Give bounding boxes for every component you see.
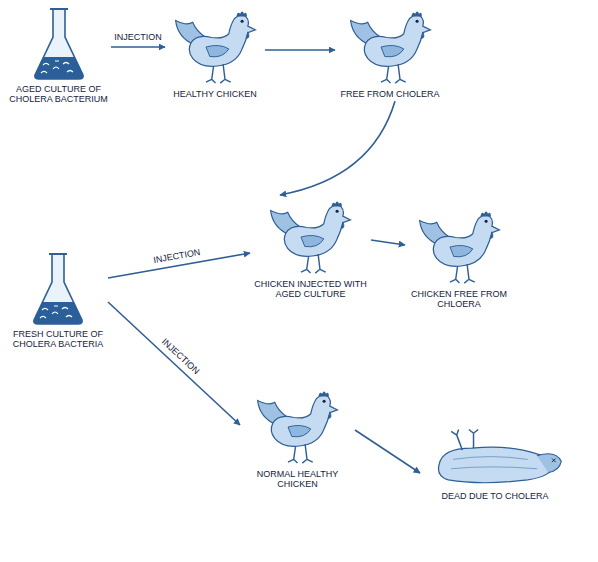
- chicken-figure-part: [245, 32, 248, 39]
- figure-caption: DEAD DUE TO CHOLERA: [422, 491, 568, 501]
- arrow-label: INJECTION: [112, 33, 164, 43]
- dead-chicken-figure-part: [451, 457, 537, 469]
- chicken-figure-part: [236, 11, 246, 16]
- specimen-node: CHICKEN FREE FROM CHLOERA: [405, 205, 513, 312]
- chicken-figure-part: [206, 45, 229, 56]
- chicken-figure-part: [189, 15, 255, 66]
- chicken-figure-part: [288, 425, 311, 436]
- chicken-figure-part: [331, 201, 341, 206]
- specimen-node: FREE FROM CHOLERA: [335, 5, 445, 101]
- chicken-figure: [168, 7, 263, 87]
- chicken-figure-part: [271, 395, 337, 446]
- chicken-figure: [250, 387, 345, 467]
- dead-chicken-figure-part: [537, 454, 561, 473]
- culture-flask-part: [34, 254, 82, 324]
- figure-caption: NORMAL HEALTHY CHICKEN: [242, 469, 353, 490]
- figure-caption: FRESH CULTURE OF CHOLERA BACTERIA: [10, 329, 106, 350]
- chicken-figure-part: [415, 20, 418, 23]
- culture-flask-part: [50, 8, 68, 10]
- chicken-figure-part: [336, 210, 339, 213]
- chicken-figure-part: [328, 412, 331, 419]
- chicken-figure-part: [489, 232, 492, 239]
- chicken-figure-part: [381, 45, 404, 56]
- specimen-node: CHICKEN INJECTED WITH AGED CULTURE: [250, 195, 371, 302]
- chicken-figure-part: [318, 391, 328, 396]
- arrow-connector: [371, 240, 405, 245]
- chicken-figure-part: [284, 205, 350, 256]
- chicken-figure-part: [301, 254, 326, 273]
- specimen-node: HEALTHY CHICKEN: [165, 5, 265, 101]
- chicken-figure-part: [301, 235, 324, 246]
- dead-chicken-figure: [425, 427, 565, 489]
- chicken-figure: [412, 207, 507, 287]
- arrow-connector: [111, 46, 165, 48]
- dead-chicken-figure-part: [438, 447, 553, 483]
- chicken-figure-part: [341, 222, 344, 229]
- arrow-label: INJECTION: [158, 336, 202, 378]
- culture-flask-part: [49, 253, 67, 255]
- chicken-figure-part: [288, 444, 313, 463]
- specimen-node: NORMAL HEALTHY CHICKEN: [240, 385, 355, 492]
- chicken-figure-part: [206, 64, 231, 83]
- figure-caption: HEALTHY CHICKEN: [167, 89, 263, 99]
- chicken-figure-part: [484, 220, 487, 223]
- culture-flask: [29, 7, 89, 82]
- specimen-node: DEAD DUE TO CHOLERA: [420, 425, 570, 503]
- chicken-figure-part: [240, 20, 243, 23]
- culture-flask-part: [34, 57, 82, 79]
- culture-flask: [28, 252, 88, 327]
- chicken-figure: [343, 7, 438, 87]
- culture-flask-part: [34, 9, 82, 79]
- chicken-figure: [263, 197, 358, 277]
- culture-flask-part: [34, 302, 82, 324]
- chicken-figure-part: [450, 245, 473, 256]
- chicken-figure-part: [433, 215, 499, 266]
- specimen-node: AGED CULTURE OF CHOLERA BACTERIUM: [6, 5, 111, 107]
- chicken-figure-part: [411, 11, 421, 16]
- culture-flask-part: [40, 306, 72, 318]
- dead-chicken-figure-part: [451, 430, 478, 451]
- culture-flask-part: [41, 61, 73, 73]
- arrow-connector: [355, 430, 420, 473]
- chicken-figure-part: [364, 15, 430, 66]
- specimen-node: FRESH CULTURE OF CHOLERA BACTERIA: [8, 250, 108, 352]
- chicken-figure-part: [420, 32, 423, 39]
- figure-caption: CHICKEN INJECTED WITH AGED CULTURE: [252, 279, 369, 300]
- chicken-figure-part: [480, 211, 490, 216]
- figure-caption: AGED CULTURE OF CHOLERA BACTERIUM: [8, 84, 109, 105]
- arrow-connector: [108, 302, 240, 425]
- arrow-connector: [280, 101, 395, 195]
- figure-caption: CHICKEN FREE FROM CHLOERA: [407, 289, 511, 310]
- chicken-figure-part: [450, 264, 475, 283]
- chicken-figure-part: [323, 400, 326, 403]
- chicken-figure-part: [381, 64, 406, 83]
- figure-caption: FREE FROM CHOLERA: [337, 89, 443, 99]
- dead-chicken-figure-part: [552, 458, 556, 462]
- arrow-connector: [265, 49, 335, 51]
